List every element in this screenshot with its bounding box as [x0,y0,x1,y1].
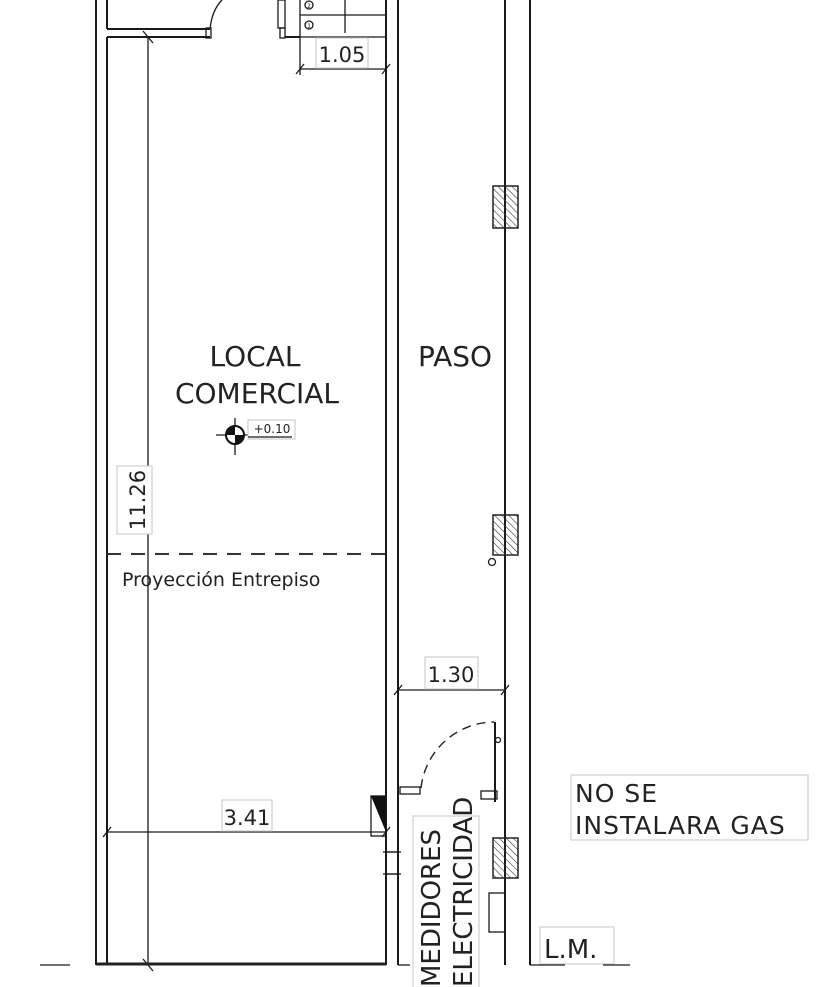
stair-step-1: 1 [307,23,311,30]
gas-note: NO SE INSTALARA GAS [570,774,809,841]
passage-right-wall [504,0,531,965]
room-label-comercial: COMERCIAL [175,377,339,410]
meters-label: MEDIDORES ELECTRICIDAD [412,797,480,987]
small-window [383,851,401,875]
dimension-label: 3.41 [224,806,271,830]
property-line-text: L.M. [544,935,597,965]
mezzanine-projection-label: Proyección Entrepiso [122,569,320,591]
electrical-panel-icon [370,795,387,837]
stair-step-2: 2 [307,3,311,10]
dimension-local-depth: 11.26 [116,30,160,972]
local-right-wall [385,0,399,965]
column [492,837,519,879]
room-label-local: LOCAL [210,340,301,373]
dimension-stair-width: 1.05 [295,37,391,75]
level-value: +0.10 [254,422,291,436]
note-line2: INSTALARA GAS [575,811,786,840]
frontage-line [40,962,630,966]
hatched-columns [487,185,519,879]
meters-label-line2: ELECTRICIDAD [449,797,479,987]
dimension-label: 1.05 [319,43,366,67]
room-label-paso: PASO [418,340,492,373]
level-marker: +0.10 [216,418,296,455]
column [492,514,519,556]
upper-door [107,0,300,39]
meter-box [488,892,506,933]
passage-door [399,721,502,802]
dimension-local-width: 3.41 [102,799,391,838]
dimension-label: 11.26 [126,470,150,530]
property-line-label: L.M. [539,926,615,965]
left-wall [95,0,108,965]
meters-label-line1: MEDIDORES [417,829,447,987]
stairs: 2 1 [299,0,386,75]
note-line1: NO SE [575,779,658,808]
column [492,185,519,229]
dimension-passage-width: 1.30 [393,656,510,696]
dimension-label: 1.30 [428,663,475,687]
